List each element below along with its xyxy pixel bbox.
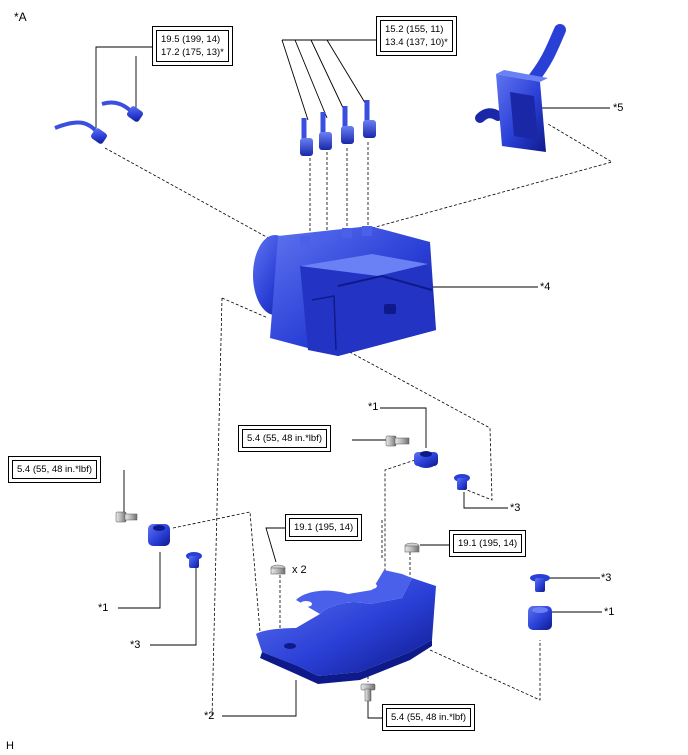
torque-spec-line: 5.4 (55, 48 in.*lbf) [12,460,97,479]
dashed-guide-lines [104,123,614,719]
callout-grommet-left: *1 [98,602,109,614]
leader-lines [95,39,610,719]
brake-actuator-assembly [253,226,436,356]
torque-spec-line: 5.4 (55, 48 in.*lbf) [242,429,327,448]
grommet-left [148,524,170,546]
torque-spec-line: 19.1 (195, 14) [453,534,523,553]
torque-spec-nut-right: 19.1 (195, 14) [449,530,527,557]
collar-upper [454,474,470,490]
callout-collar-left: *3 [130,639,141,651]
torque-spec-line: 19.1 (195, 14) [289,518,359,537]
callout-connector: *5 [613,102,624,114]
torque-spec-nut-x2: 19.1 (195, 14) [285,514,363,541]
torque-spec-bolt-bottom: 5.4 (55, 48 in.*lbf) [382,704,475,731]
grommet-upper [414,451,438,468]
torque-spec-bolt-left: 5.4 (55, 48 in.*lbf) [8,456,101,483]
collar-left [186,552,202,568]
callout-grommet-upper: *1 [368,401,379,413]
quantity-label: x 2 [292,564,307,576]
torque-spec-line: 5.4 (55, 48 in.*lbf) [386,708,471,727]
brake-lines-left [54,100,143,144]
wire-harness-connector [475,24,566,152]
nut-right [404,542,420,553]
torque-spec-hydraulic-right: 15.2 (155, 11) 13.4 (137, 10)* [376,16,457,56]
callout-collar-upper: *3 [510,502,521,514]
collar-right [530,574,550,592]
callout-grommet-right: *1 [604,606,615,618]
grommet-right [528,606,552,630]
torque-spec-bolt-upper: 5.4 (55, 48 in.*lbf) [238,425,331,452]
torque-spec-hydraulic-left: 19.5 (199, 14) 17.2 (175, 13)* [152,26,233,66]
bolt-bottom [360,683,376,702]
nut-x2 [270,564,286,575]
callout-bracket: *2 [204,710,215,722]
brake-line-fittings [300,100,376,156]
torque-spec-line: 19.5 (199, 14) [161,34,221,45]
figure-code: H [6,740,14,752]
bolt-upper [385,435,410,447]
callout-collar-right: *3 [601,572,612,584]
torque-spec-line: 13.4 (137, 10)* [385,37,448,48]
torque-spec-line: 15.2 (155, 11) [385,24,444,35]
torque-spec-line: 17.2 (175, 13)* [161,47,224,58]
bolt-left [115,511,138,523]
callout-actuator: *4 [540,281,551,293]
view-label: *A [14,10,27,24]
actuator-bracket [256,570,436,684]
